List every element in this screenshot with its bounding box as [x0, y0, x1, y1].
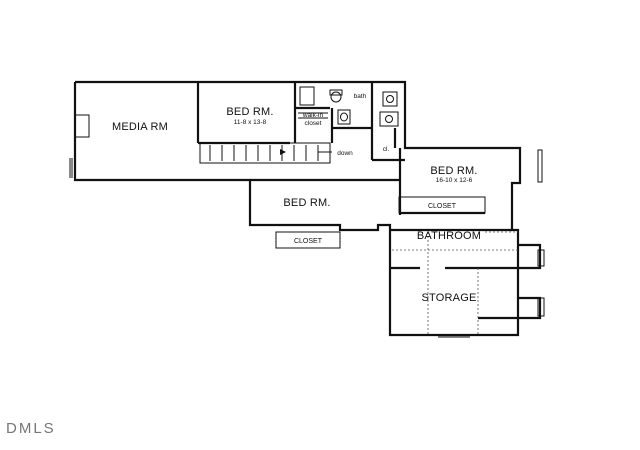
closet-left-box — [275, 231, 341, 249]
closet-left-label: CLOSET — [294, 238, 323, 245]
walkin-label2: closet — [305, 120, 322, 127]
toilet-icon — [330, 91, 342, 103]
sink-icon — [382, 91, 398, 107]
tub-icon — [299, 86, 315, 106]
bath-top-label: bath — [354, 93, 367, 100]
arrow-icon — [280, 149, 286, 155]
bathroom-label: BATHROOM — [417, 230, 481, 242]
storage-label: STORAGE — [422, 292, 477, 304]
bed2-label: BED RM. — [430, 165, 477, 177]
closet-right-label: CLOSET — [428, 203, 457, 210]
dashed-lines — [392, 231, 518, 335]
closet-right-box — [398, 196, 486, 214]
bed1-label: BED RM. — [226, 106, 273, 118]
media-room-label: MEDIA RM — [112, 121, 168, 133]
bed2-window — [537, 149, 543, 183]
watermark: DMLS — [6, 420, 56, 437]
stairs — [199, 142, 332, 164]
stairs-down-label: down — [337, 150, 353, 157]
bed3-label: BED RM. — [283, 197, 330, 209]
bed1-dims: 11-8 x 13-8 — [234, 119, 267, 126]
sink-icon — [337, 109, 351, 125]
outer-walls — [69, 80, 545, 338]
walkin-label: walk-in — [302, 112, 324, 119]
cl-label: cl. — [383, 146, 390, 153]
media-window — [74, 114, 90, 138]
fixtures — [298, 86, 399, 127]
bed2-dims: 16-10 x 12-6 — [436, 177, 473, 184]
